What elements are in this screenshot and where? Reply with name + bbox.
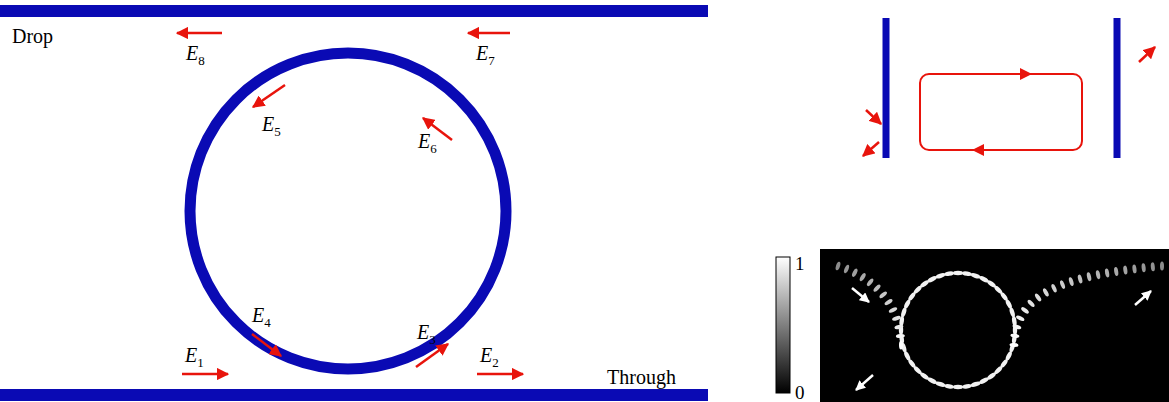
- field-bead: [1009, 307, 1016, 318]
- field-bead: [888, 306, 898, 313]
- through-waveguide: [0, 389, 708, 401]
- field-bead: [1034, 293, 1043, 303]
- field-bead: [1012, 324, 1022, 330]
- field-bead: [884, 298, 894, 306]
- field-bead: [953, 385, 963, 389]
- field-arrows: [177, 33, 523, 374]
- field-label: E5: [262, 114, 281, 134]
- arrow: [1020, 68, 1032, 80]
- field-bead: [1077, 274, 1083, 284]
- field-label: E8: [186, 43, 205, 63]
- field-bead: [866, 277, 875, 287]
- field-bead: [843, 264, 850, 274]
- field-bead: [859, 272, 867, 282]
- arrow: [252, 334, 281, 356]
- simulation-image: [820, 249, 1169, 402]
- field-bead: [970, 381, 981, 388]
- arrow: [253, 85, 285, 107]
- colorbar-tick: 0: [795, 383, 805, 402]
- field-bead: [1114, 267, 1119, 277]
- field-bead: [953, 271, 963, 275]
- mirror: [883, 18, 890, 158]
- field-bead: [1095, 270, 1101, 280]
- field-bead: [835, 261, 842, 271]
- ring-resonator: [190, 53, 506, 369]
- arrow: [182, 373, 228, 376]
- field-bead: [1141, 263, 1146, 272]
- field-bead: [878, 290, 887, 299]
- arrow: [468, 32, 510, 35]
- field-bead: [1132, 264, 1137, 273]
- field-label: E4: [252, 305, 271, 325]
- field-bead: [1050, 283, 1057, 293]
- fabry-perot-sketch: [863, 18, 1155, 158]
- field-bead: [935, 272, 946, 279]
- field-bead: [1015, 314, 1025, 322]
- arrow: [852, 288, 869, 302]
- field-bead: [1104, 268, 1110, 278]
- field-bead: [1027, 299, 1036, 308]
- field-bead: [1068, 277, 1075, 287]
- field-bead: [1010, 333, 1020, 338]
- drop-waveguide: [0, 5, 708, 17]
- field-bead: [1123, 265, 1128, 274]
- field-label: E7: [476, 43, 495, 63]
- field-bead: [944, 383, 955, 389]
- field-label: E1: [185, 345, 204, 365]
- field-bead: [944, 271, 955, 277]
- arrow: [863, 142, 879, 156]
- field-bead: [935, 381, 946, 388]
- field-bead: [1059, 280, 1066, 290]
- field-bead: [1160, 262, 1164, 271]
- field-bead: [1150, 262, 1155, 271]
- arrow: [866, 110, 881, 124]
- arrow: [856, 375, 873, 390]
- field-bead: [970, 272, 981, 279]
- field-label: E3: [417, 322, 436, 342]
- mirror: [1114, 18, 1121, 158]
- field-bead: [962, 383, 973, 389]
- field-bead: [1086, 272, 1092, 282]
- field-bead: [851, 268, 859, 278]
- colorbar-tick: 1: [795, 254, 805, 273]
- field-bead: [899, 341, 903, 350]
- field-label: E2: [480, 345, 499, 365]
- port-label: Through: [607, 367, 676, 387]
- field-bead: [962, 271, 973, 277]
- arrow: [416, 344, 448, 367]
- field-bead: [894, 324, 904, 330]
- port-label: Drop: [12, 26, 53, 46]
- round-trip-path: [920, 74, 1082, 150]
- field-bead: [1042, 288, 1050, 298]
- field-bead: [872, 284, 881, 293]
- arrow: [1139, 47, 1155, 62]
- field-bead: [896, 333, 905, 338]
- field-bead: [1009, 343, 1018, 347]
- field-bead: [900, 307, 907, 318]
- field-bead: [892, 315, 902, 322]
- arrow: [177, 32, 222, 35]
- arrow: [1135, 291, 1151, 305]
- arrow: [972, 144, 984, 156]
- waveguides: [0, 5, 708, 401]
- field-bead: [1020, 306, 1030, 315]
- field-label: E6: [418, 131, 437, 151]
- arrow: [477, 373, 523, 376]
- colorbar: [776, 257, 790, 393]
- field-simulation: [776, 249, 1169, 402]
